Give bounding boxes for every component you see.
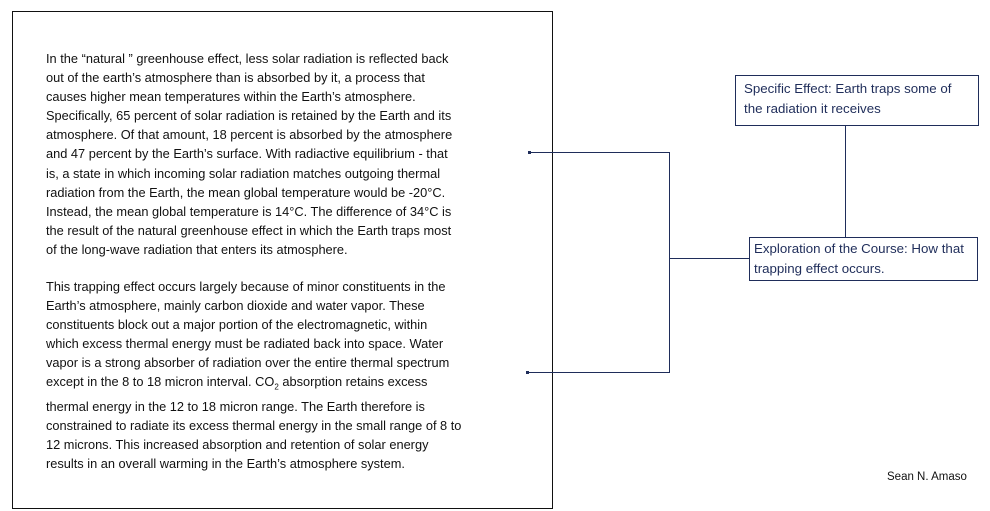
connector-line	[529, 152, 670, 154]
text-line: This trapping effect occurs largely beca…	[46, 279, 446, 294]
text-line: thermal energy in the 12 to 18 micron ra…	[46, 399, 425, 415]
text-line: radiation from the Earth, the mean globa…	[46, 184, 446, 200]
text-line: constituents block out a major portion o…	[46, 317, 428, 333]
text-line: constrained to radiate its excess therma…	[46, 418, 462, 434]
text-line: atmosphere. Of that amount, 18 percent i…	[46, 127, 453, 143]
text-line-co2: except in the 8 to 18 micron interval. C…	[46, 372, 461, 397]
specific-effect-annotation: Specific Effect: Earth traps some of the…	[735, 75, 979, 126]
text-line: and 47 percent by the Earth’s surface. W…	[46, 146, 448, 162]
text-line: In the “natural ” greenhouse effect, les…	[46, 51, 449, 66]
exploration-annotation: Exploration of the Course: How that trap…	[749, 237, 978, 281]
text-line: Instead, the mean global temperature is …	[46, 203, 452, 219]
essay-document: In the “natural ” greenhouse effect, les…	[12, 11, 553, 509]
text-line: out of the earth’s atmosphere than is ab…	[46, 70, 425, 86]
text-line: 12 microns. This increased absorption an…	[46, 437, 429, 453]
text-line: Earth’s atmosphere, mainly carbon dioxid…	[46, 298, 425, 314]
connector-line	[527, 372, 670, 374]
text-line: is, a state in which incoming solar radi…	[46, 165, 441, 181]
text-line: vapor is a strong absorber of radiation …	[46, 355, 450, 371]
connector-line	[845, 125, 847, 238]
text-line: Specifically, 65 percent of solar radiat…	[46, 108, 452, 124]
text-line: which excess thermal energy must be radi…	[46, 336, 444, 352]
bracket-line	[669, 152, 671, 373]
text-line: causes higher mean temperatures within t…	[46, 89, 416, 105]
text-line: results in an overall warming in the Ear…	[46, 456, 405, 472]
text-segment: absorption retains excess	[278, 374, 428, 390]
connector-line	[669, 258, 750, 260]
text-line: of the long-wave radiation that enters i…	[46, 241, 348, 257]
paragraph-1: In the “natural ” greenhouse effect, les…	[46, 49, 452, 259]
paragraph-2: This trapping effect occurs largely beca…	[46, 277, 461, 473]
text-segment: except in the 8 to 18 micron interval. C…	[46, 374, 275, 390]
subscript: 2	[274, 383, 279, 393]
text-line: the result of the natural greenhouse eff…	[46, 222, 452, 238]
author-name: Sean N. Amaso	[887, 471, 967, 483]
